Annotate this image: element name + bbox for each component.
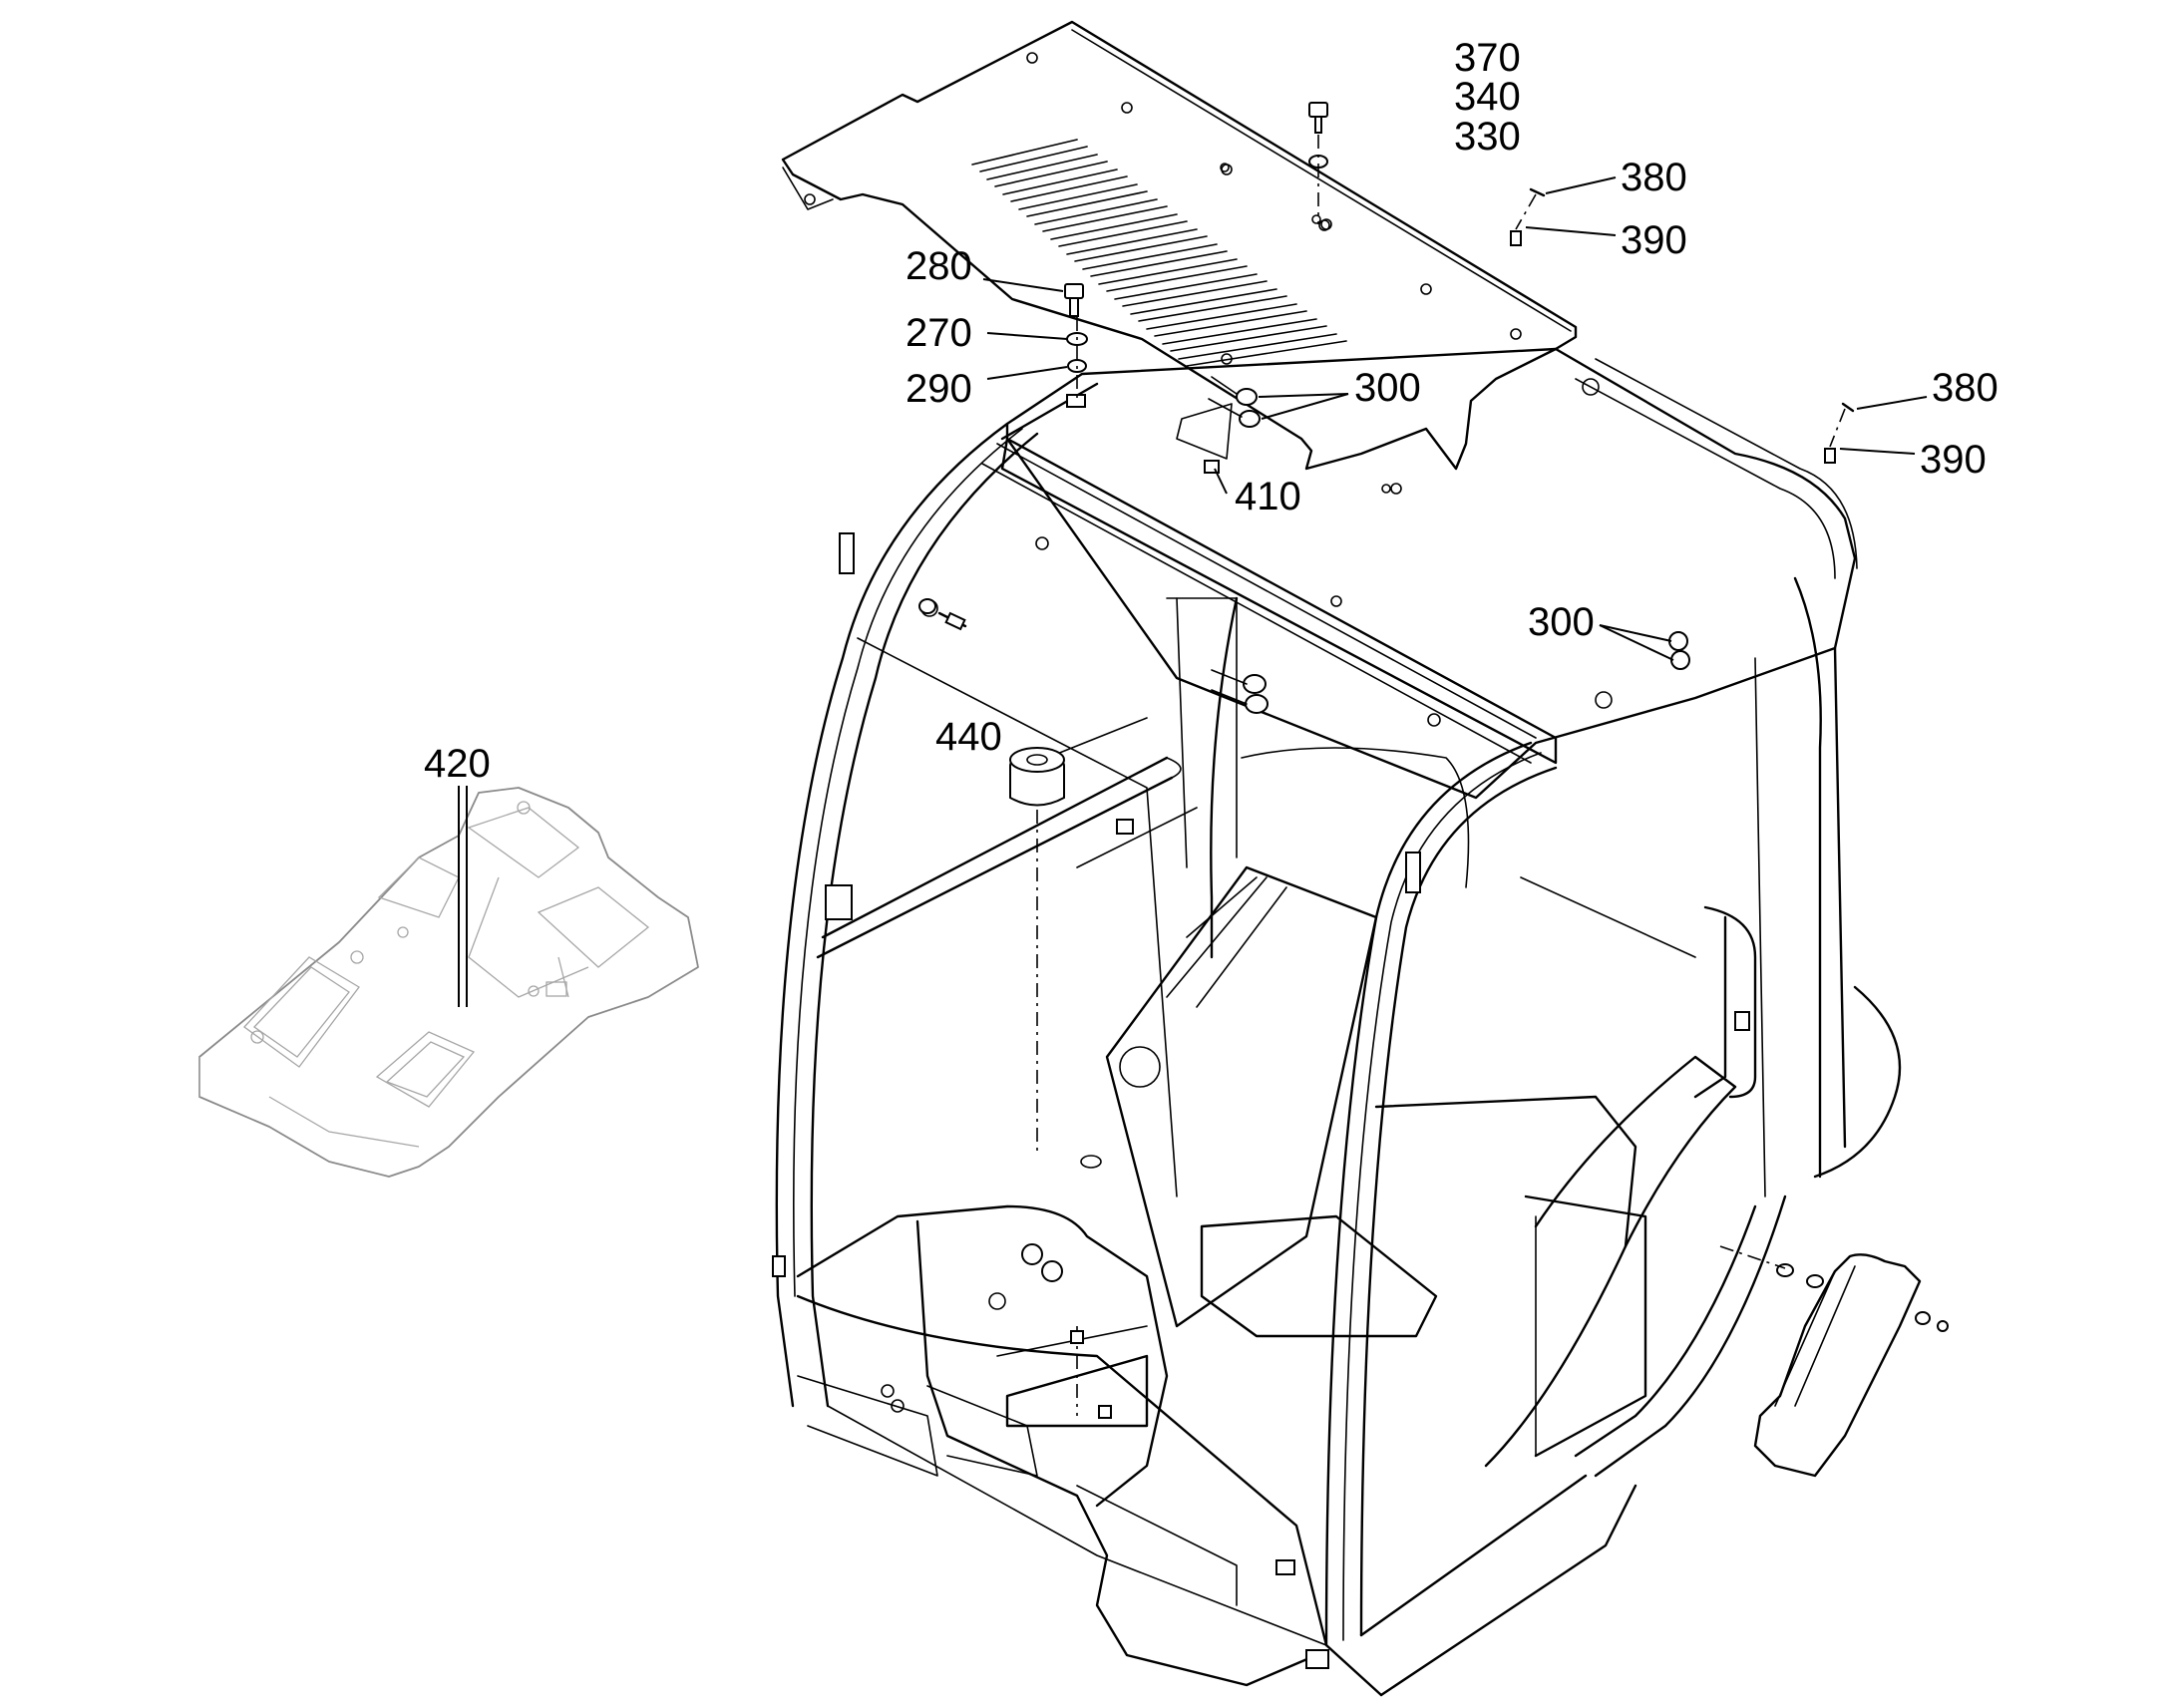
callout-290: 290 — [906, 367, 972, 411]
callout-420: 420 — [424, 742, 491, 786]
callout-labels: 370 340 330 380 390 280 270 290 300 380 … — [424, 36, 1998, 786]
plug-300-mid-icon — [1668, 631, 1690, 670]
callout-340: 340 — [1454, 75, 1521, 119]
cab-frame — [775, 347, 1902, 1697]
console-hardware — [881, 1243, 1112, 1419]
callout-300-top: 300 — [1354, 366, 1421, 410]
callout-410: 410 — [1235, 475, 1301, 518]
pin-380-right-icon — [1824, 402, 1855, 464]
callout-300-mid: 300 — [1528, 600, 1595, 644]
callout-330: 330 — [1454, 115, 1521, 159]
callout-280: 280 — [906, 244, 972, 288]
dashboard-console-420 — [198, 787, 699, 1178]
bolt-370-icon — [1308, 102, 1328, 224]
callout-390-top: 390 — [1621, 218, 1687, 262]
callout-380-top: 380 — [1621, 156, 1687, 199]
leader-lines — [458, 176, 1928, 1007]
rear-wall-plugs — [920, 378, 1613, 727]
callout-270: 270 — [906, 311, 972, 355]
callout-380-right: 380 — [1932, 366, 1998, 410]
roof-holes — [804, 52, 1522, 495]
roof-vent-slots — [971, 139, 1347, 367]
callout-390-right: 390 — [1920, 438, 1987, 482]
frame-brackets — [772, 532, 1750, 1669]
callout-440: 440 — [935, 715, 1002, 759]
side-trim-panel — [1719, 1245, 1949, 1478]
bolt-280-icon — [1064, 283, 1088, 408]
fasteners — [772, 102, 1949, 1669]
pin-380-icon — [1510, 187, 1546, 246]
pillar-bolt-icon — [918, 598, 967, 631]
plug-300-top-icon — [1176, 376, 1261, 474]
roof-panel — [781, 20, 1578, 495]
spacer-440-icon — [1009, 747, 1102, 1169]
callout-370: 370 — [1454, 36, 1521, 80]
